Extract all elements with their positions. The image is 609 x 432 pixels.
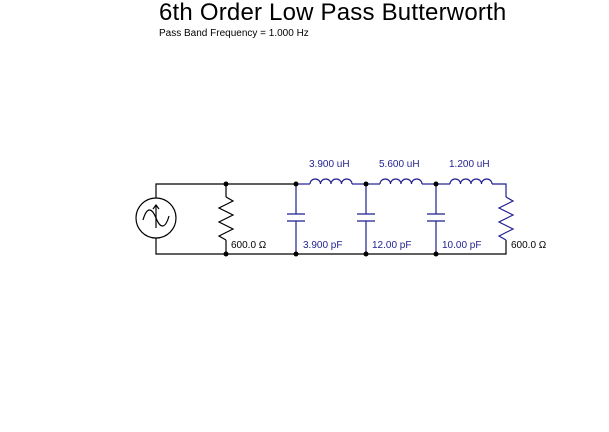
ac-source-icon	[135, 197, 177, 239]
pass-band-frequency: Pass Band Frequency = 1.000 Hz	[159, 28, 309, 39]
inductor-1-label: 3.900 uH	[309, 159, 350, 170]
node-dot	[363, 251, 369, 257]
capacitor-2-icon	[357, 184, 375, 254]
capacitor-3-label: 10.00 pF	[442, 240, 481, 251]
source-bottom-wire	[155, 238, 507, 255]
inductor-3-label: 1.200 uH	[449, 159, 490, 170]
node-dots	[223, 181, 439, 257]
load-resistor-icon	[497, 196, 515, 241]
node-dot	[363, 181, 369, 187]
inductor-1-icon	[309, 178, 353, 185]
node-dot	[293, 251, 299, 257]
capacitor-1-icon	[287, 184, 305, 254]
source-resistor-label: 600.0 Ω	[231, 240, 267, 251]
node-dot	[223, 251, 229, 257]
capacitor-1-label: 3.900 pF	[303, 240, 342, 251]
source-top-wire	[155, 183, 296, 198]
diagram-title: 6th Order Low Pass Butterworth	[159, 0, 507, 26]
inductor-2-icon	[379, 178, 423, 185]
inductor-3-icon	[449, 178, 493, 185]
capacitor-3-icon	[427, 184, 445, 254]
node-dot	[433, 181, 439, 187]
capacitor-2-label: 12.00 pF	[372, 240, 411, 251]
source-resistor-icon	[217, 196, 235, 241]
node-dot	[433, 251, 439, 257]
node-dot	[223, 181, 229, 187]
inductor-2-label: 5.600 uH	[379, 159, 420, 170]
node-dot	[293, 181, 299, 187]
load-resistor-label: 600.0 Ω	[511, 240, 547, 251]
